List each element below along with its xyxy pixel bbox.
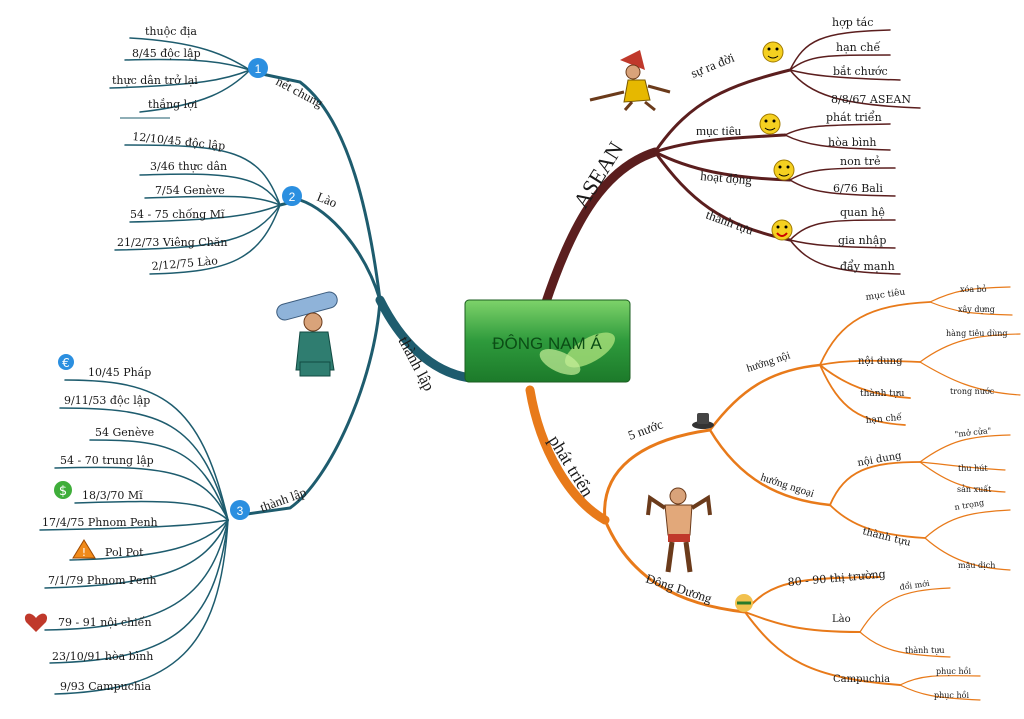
label-lao: Lào <box>832 614 851 625</box>
strongman-illustration <box>646 487 712 573</box>
trunk-main-left <box>375 295 475 383</box>
label-thanh-tuu: thành tựu <box>704 207 756 238</box>
item: đổi mới <box>899 579 930 592</box>
svg-text:$: $ <box>59 484 67 499</box>
svg-text:1: 1 <box>255 62 262 76</box>
item: 54 Genève <box>95 426 154 439</box>
label-campuchia: Campuchia <box>833 674 890 685</box>
label-thanh-tuu: thành tựu <box>860 388 905 399</box>
item: thu hút <box>958 464 988 473</box>
item: 54 - 75 chống Mĩ <box>130 208 225 221</box>
badge-2: 2 <box>282 186 302 206</box>
item: thành tựu <box>905 646 945 655</box>
item: 7/1/79 Phnom Penh <box>48 574 157 587</box>
item: trong nước <box>950 387 995 396</box>
center-node[interactable]: ĐÔNG NAM Á <box>464 299 631 383</box>
badge-3: 3 <box>230 500 250 520</box>
item: 17/4/75 Phnom Penh <box>42 516 158 529</box>
item: non trẻ <box>840 155 880 168</box>
euro-icon: € <box>58 354 74 370</box>
item: hòa bình <box>828 136 877 149</box>
item: xây dựng <box>958 305 995 314</box>
dollar-icon: $ <box>54 481 72 499</box>
hat-icon <box>692 413 714 429</box>
item: phát triển <box>826 110 882 124</box>
branch-net-chung <box>260 72 382 302</box>
item: hàng tiêu dùng <box>946 329 1008 338</box>
label-muc-tieu: mục tiêu <box>865 287 906 303</box>
item: 8/45 độc lập <box>132 47 201 60</box>
label-noi-dung: nội dung <box>857 450 903 469</box>
item: hạn chế <box>836 41 880 54</box>
smiley-icon <box>771 219 793 241</box>
worker-illustration <box>276 291 338 377</box>
item: 18/3/70 Mĩ <box>82 489 143 502</box>
svg-text:3: 3 <box>237 504 244 518</box>
item: 9/93 Campuchia <box>60 680 151 693</box>
item: phục hồi <box>934 691 969 700</box>
item: thực dân trở lại <box>112 74 198 87</box>
item: 12/10/45 độc lập <box>132 130 226 153</box>
item: thắng lợi <box>148 98 198 111</box>
label-noi-dung: nội dung <box>858 356 903 367</box>
item: 2/12/75 Lào <box>151 254 219 273</box>
asean-branches <box>540 29 921 310</box>
smiley-icon <box>759 113 781 135</box>
phat-trien-branches <box>525 286 1021 701</box>
label-thanh-tuu: thành tựu <box>861 526 912 549</box>
label-muc-tieu: mục tiêu <box>696 123 742 138</box>
item: 9/11/53 độc lập <box>64 394 150 407</box>
item: 23/10/91 hòa bình <box>52 650 153 663</box>
item: thuộc địa <box>145 25 197 38</box>
item: phục hồi <box>936 667 971 676</box>
label-su-ra-doi: sự ra đời <box>689 50 737 81</box>
label-5-nuoc: 5 nước <box>626 416 665 442</box>
center-title: ĐÔNG NAM Á <box>492 334 602 353</box>
item: xóa bỏ <box>960 285 987 294</box>
trunk-phat-trien <box>525 385 610 525</box>
item: hợp tác <box>832 16 873 29</box>
branch-campuchia <box>238 298 382 517</box>
label-net-chung: nét chung <box>274 73 326 110</box>
label-hoat-dong: hoạt động <box>700 168 753 187</box>
item: mậu dịch <box>958 561 995 570</box>
item: 10/45 Pháp <box>88 366 151 379</box>
item: gia nhập <box>838 234 886 247</box>
badge-1: 1 <box>248 58 268 78</box>
label-han-che: hạn chế <box>865 412 902 426</box>
item: đẩy mạnh <box>840 260 895 273</box>
dancer-illustration <box>589 50 671 112</box>
item: 54 - 70 trung lập <box>60 454 154 467</box>
item: 79 - 91 nội chiến <box>58 616 152 629</box>
trunk-asean <box>540 147 660 310</box>
svg-text:!: ! <box>82 546 86 559</box>
item: bắt chước <box>833 65 888 78</box>
warning-icon: ! <box>72 539 96 559</box>
item: "mở cửa" <box>954 426 991 439</box>
item: quan hệ <box>840 206 885 219</box>
svg-text:€: € <box>62 356 70 370</box>
item: 21/2/73 Viêng Chăn <box>117 236 227 249</box>
branch-lao <box>278 198 382 302</box>
smiley-icon <box>762 41 784 63</box>
smiley-icon <box>773 159 795 181</box>
left-branches <box>39 37 475 695</box>
item: 6/76 Bali <box>833 182 883 195</box>
handshake-icon <box>735 594 753 612</box>
item: 3/46 thực dân <box>150 160 227 173</box>
item: Pol Pot <box>105 546 144 559</box>
item: 7/54 Genève <box>155 184 225 197</box>
item: n trọng <box>954 498 985 512</box>
item: 8/8/67 ASEAN <box>831 93 911 106</box>
svg-text:2: 2 <box>289 190 296 204</box>
heart-icon <box>24 613 48 632</box>
item: sản xuất <box>957 485 992 494</box>
label-lao: Lào <box>315 189 339 210</box>
label-dong-duong: Đông Dương <box>644 571 714 607</box>
label-thi-truong: 80 - 90 thị trường <box>787 567 886 589</box>
